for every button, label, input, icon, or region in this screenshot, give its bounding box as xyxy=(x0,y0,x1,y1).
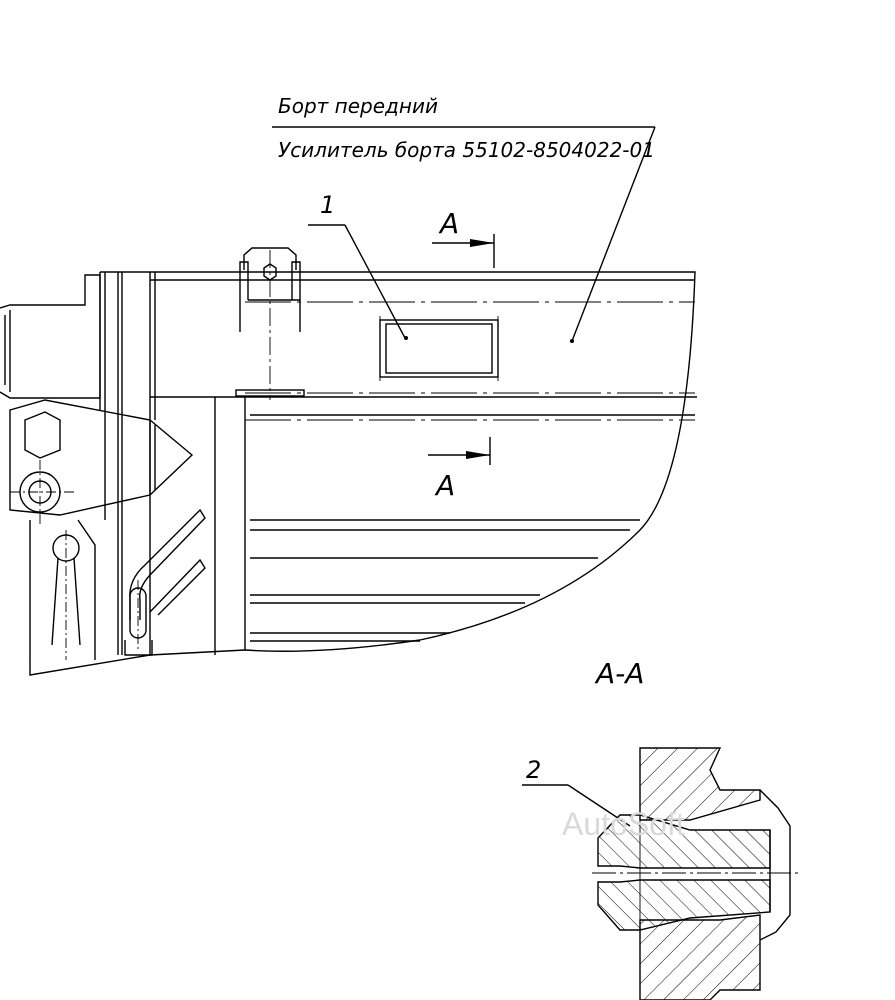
section-mark-bottom: A xyxy=(434,469,455,502)
watermark: AutoSoft xyxy=(562,806,685,842)
callout-bottom-label: Усилитель борта 55102-8504022-01 xyxy=(278,138,655,162)
section-title: A-A xyxy=(594,657,644,690)
item-1-label: 1 xyxy=(320,191,335,219)
callout-top-label: Борт передний xyxy=(278,94,438,118)
main-view xyxy=(0,126,697,676)
item-2-label: 2 xyxy=(526,756,541,784)
section-view xyxy=(522,747,800,1000)
section-mark-top: A xyxy=(438,207,459,240)
board-outline xyxy=(29,271,696,676)
